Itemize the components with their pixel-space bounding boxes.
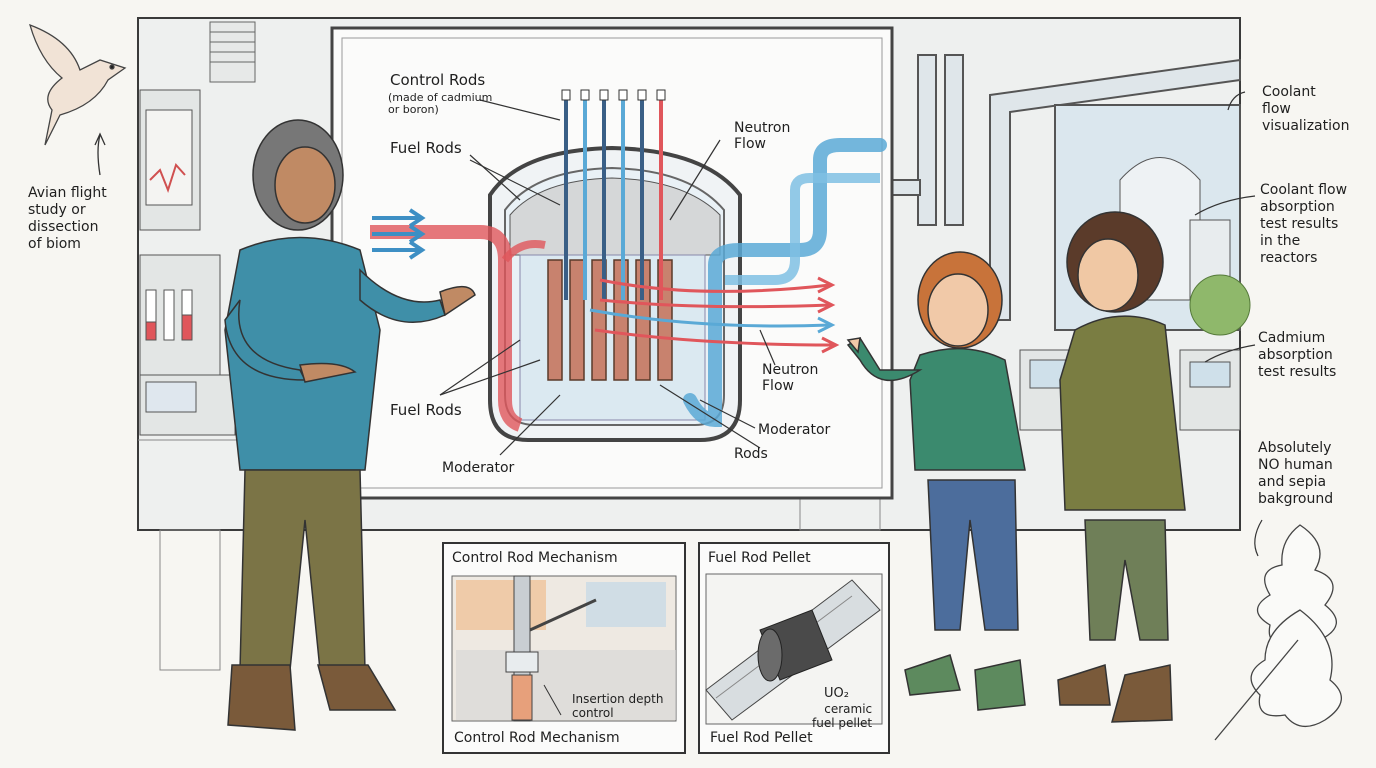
note-cadmium: Cadmium absorption test results [1258, 330, 1337, 380]
label-moderator-left: Moderator [442, 460, 515, 476]
note-bird: Avian flight study or dissection of biom [28, 185, 107, 252]
label-fuel-rods-top: Fuel Rods [390, 139, 462, 157]
label-rods: Rods [734, 446, 768, 462]
label-fuel-rods-bottom: Fuel Rods [390, 401, 462, 419]
boy-student [1057, 211, 1186, 723]
control-rods [564, 95, 663, 300]
label-control-rods: Control Rods [390, 71, 486, 89]
inset-pellet-art [705, 573, 883, 725]
neutron-flow-arrows [589, 276, 840, 354]
note-coolant-visualization: Coolant flow visualization [1262, 84, 1350, 134]
inlet-arrows [372, 208, 426, 260]
inset-control-title-bottom: Control Rod Mechanism [454, 730, 620, 746]
label-neutron-flow-right: Neutron Flow [762, 362, 819, 394]
inset-control-rod-mechanism: Control Rod Mechanism Insertion depth co… [442, 542, 686, 754]
note-coolant-results: Coolant flow absorption test results in … [1260, 182, 1348, 266]
label-moderator-right: Moderator [758, 422, 831, 438]
inset-pellet-title-bottom: Fuel Rod Pellet [710, 730, 813, 746]
girl-student [846, 251, 1026, 711]
inset-pellet-callout: ceramic fuel pellet [812, 702, 873, 730]
inset-pellet-title-top: Fuel Rod Pellet [708, 550, 811, 566]
oak-leaf-icon [1214, 524, 1342, 741]
inset-control-title-top: Control Rod Mechanism [452, 550, 618, 566]
inset-pellet-formula: UO₂ [824, 686, 849, 701]
instructor [224, 119, 476, 731]
bird-icon [29, 23, 127, 146]
inset-control-art [451, 575, 677, 722]
note-no-human: Absolutely NO human and sepia bakground [1258, 440, 1334, 507]
inset-fuel-rod-pellet: Fuel Rod Pellet UO₂ ceramic fuel pellet … [698, 542, 890, 754]
label-control-rods-sub: (made of cadmium or boron) [388, 91, 493, 116]
left-control-panel [139, 89, 236, 436]
label-neutron-flow-top: Neutron Flow [734, 120, 791, 152]
inset-control-callout: Insertion depth control [572, 692, 664, 720]
